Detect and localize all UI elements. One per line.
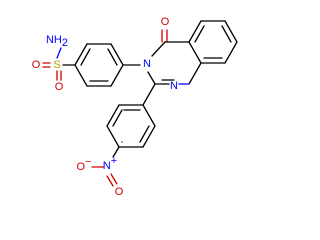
- nitro-oxygen-minus-label: O−: [77, 156, 92, 173]
- sulfonyl-oxygen-top-label: O: [32, 59, 41, 71]
- bond-s-n: [56, 47, 62, 59]
- sulfur-label: S: [53, 59, 60, 71]
- pyrimidinone-ring: [147, 29, 202, 85]
- fused-benzene-ring: [188, 20, 238, 64]
- ring-n3-label: N: [143, 58, 151, 70]
- sulfonamide-group: [42, 47, 76, 81]
- carbonyl-oxygen-label: O: [161, 16, 170, 28]
- ring-n1-label: N: [170, 80, 178, 92]
- nitrophenyl-ring: [106, 104, 156, 148]
- sulfonyl-oxygen-bottom-label: O: [55, 81, 64, 93]
- nitro-oxygen-label: O: [115, 186, 124, 198]
- structure-canvas: NH2 S O O O N N N+ O− O: [31, 16, 238, 198]
- benzene-ring-sulfonyl: [74, 43, 124, 87]
- nitro-group: [91, 146, 120, 187]
- bond-aryl-nitro: [112, 146, 120, 158]
- molecule-drawing: NH2 S O O O N N N+ O− O: [32, 16, 238, 198]
- bond-c2-aryl: [142, 83, 156, 106]
- sulfonamide-nh2-label: NH2: [46, 34, 68, 49]
- bond-n-o-double-2: [106, 175, 114, 187]
- nitro-nitrogen-label: N+: [103, 155, 117, 172]
- bond-n-o-double-1: [110, 173, 118, 185]
